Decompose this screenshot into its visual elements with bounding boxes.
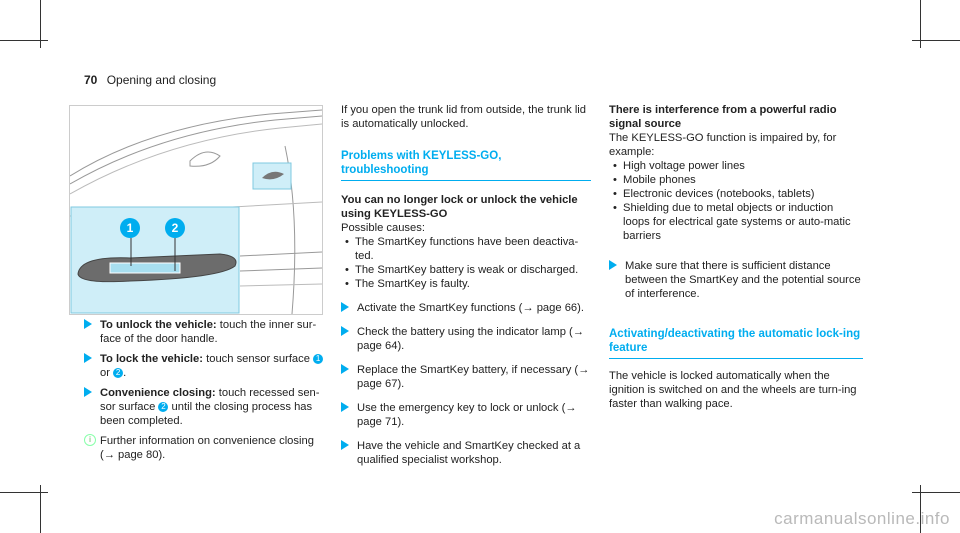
cause-item: The SmartKey battery is weak or discharg… bbox=[341, 263, 591, 277]
paragraph: The vehicle is locked automatically when… bbox=[609, 370, 857, 410]
crop-mark bbox=[40, 0, 41, 48]
step-heading: To unlock the vehicle: bbox=[100, 319, 217, 331]
intro-paragraph: If you open the trunk lid from outside, … bbox=[341, 104, 587, 130]
step-text: Have the vehicle and SmartKey checked at… bbox=[357, 440, 581, 466]
subheading: You can no longer lock or unlock the veh… bbox=[341, 194, 578, 220]
column-3: There is interference from a powerful ra… bbox=[609, 103, 863, 411]
crop-mark bbox=[0, 40, 48, 41]
example-item: Electronic devices (notebooks, tablets) bbox=[609, 187, 863, 201]
step-arrow-icon bbox=[84, 353, 92, 363]
step: Make sure that there is sufficient dista… bbox=[609, 259, 863, 301]
step-text: or bbox=[100, 367, 110, 379]
callout-2-badge: 2 bbox=[113, 368, 124, 379]
step-text: Make sure that there is sufficient dista… bbox=[625, 260, 861, 300]
example-item: Mobile phones bbox=[609, 173, 863, 187]
note-text: Further information on convenience closi… bbox=[100, 435, 314, 461]
section-heading: Activating/deactivating the automatic lo… bbox=[609, 327, 863, 359]
crop-mark bbox=[920, 485, 921, 533]
example-item: Shielding due to metal objects or induct… bbox=[609, 201, 863, 243]
watermark: carmanualsonline.info bbox=[774, 509, 950, 528]
section-heading: Problems with KEYLESS-GO, troubleshootin… bbox=[341, 149, 591, 181]
crop-mark bbox=[912, 40, 960, 41]
subheading: There is interference from a powerful ra… bbox=[609, 104, 837, 130]
causes-label: Possible causes: bbox=[341, 222, 425, 234]
step-text: . bbox=[123, 367, 127, 379]
cause-item: The SmartKey functions have been deactiv… bbox=[341, 235, 591, 263]
step-text: Use the emergency key to lock or unlock … bbox=[357, 402, 577, 428]
step-arrow-icon bbox=[341, 302, 349, 312]
step-text: touch recessed sen-sor surface bbox=[100, 387, 320, 413]
step: Use the emergency key to lock or unlock … bbox=[341, 401, 591, 429]
step-arrow-icon bbox=[341, 402, 349, 412]
callout-1: 1 bbox=[120, 218, 140, 238]
step-text: touch sensor surface bbox=[203, 353, 310, 365]
step-heading: To lock the vehicle: bbox=[100, 353, 203, 365]
step-text: Replace the SmartKey battery, if necessa… bbox=[357, 364, 590, 390]
column-1: To unlock the vehicle: touch the inner s… bbox=[84, 318, 324, 462]
intro-paragraph: The KEYLESS-GO function is impaired by, … bbox=[609, 132, 837, 158]
callout-2: 2 bbox=[165, 218, 185, 238]
door-handle-figure: 1 2 bbox=[69, 105, 323, 315]
step-arrow-icon bbox=[84, 319, 92, 329]
cause-item: The SmartKey is faulty. bbox=[341, 277, 591, 291]
page-header: 70 Opening and closing bbox=[84, 73, 216, 87]
step-heading: Convenience closing: bbox=[100, 387, 216, 399]
step-text: Check the battery using the indicator la… bbox=[357, 326, 584, 352]
step: Activate the SmartKey functions (→ page … bbox=[341, 301, 591, 315]
step: Have the vehicle and SmartKey checked at… bbox=[341, 439, 591, 467]
step-arrow-icon bbox=[609, 260, 617, 270]
crop-mark bbox=[40, 485, 41, 533]
step: Check the battery using the indicator la… bbox=[341, 325, 591, 353]
crop-mark bbox=[912, 492, 960, 493]
callout-1-badge: 1 bbox=[313, 354, 324, 365]
step-text: Activate the SmartKey functions (→ page … bbox=[357, 302, 584, 314]
step-convenience-closing: Convenience closing: touch recessed sen-… bbox=[84, 386, 324, 428]
door-handle-illustration bbox=[69, 109, 323, 315]
crop-mark bbox=[920, 0, 921, 48]
callout-2-badge: 2 bbox=[158, 402, 169, 413]
step-text: until the closing process has been compl… bbox=[100, 401, 313, 427]
step-arrow-icon bbox=[341, 440, 349, 450]
info-note: i Further information on convenience clo… bbox=[84, 434, 324, 462]
step-lock: To lock the vehicle: touch sensor surfac… bbox=[84, 352, 324, 380]
column-2: If you open the trunk lid from outside, … bbox=[341, 103, 591, 467]
section-title: Opening and closing bbox=[106, 73, 217, 87]
step-text: touch the inner sur-face of the door han… bbox=[100, 319, 317, 345]
page-number: 70 bbox=[84, 73, 98, 87]
example-item: High voltage power lines bbox=[609, 159, 863, 173]
step-arrow-icon bbox=[341, 364, 349, 374]
step-arrow-icon bbox=[84, 387, 92, 397]
step-unlock: To unlock the vehicle: touch the inner s… bbox=[84, 318, 324, 346]
info-icon: i bbox=[84, 434, 96, 446]
step-arrow-icon bbox=[341, 326, 349, 336]
step: Replace the SmartKey battery, if necessa… bbox=[341, 363, 591, 391]
crop-mark bbox=[0, 492, 48, 493]
